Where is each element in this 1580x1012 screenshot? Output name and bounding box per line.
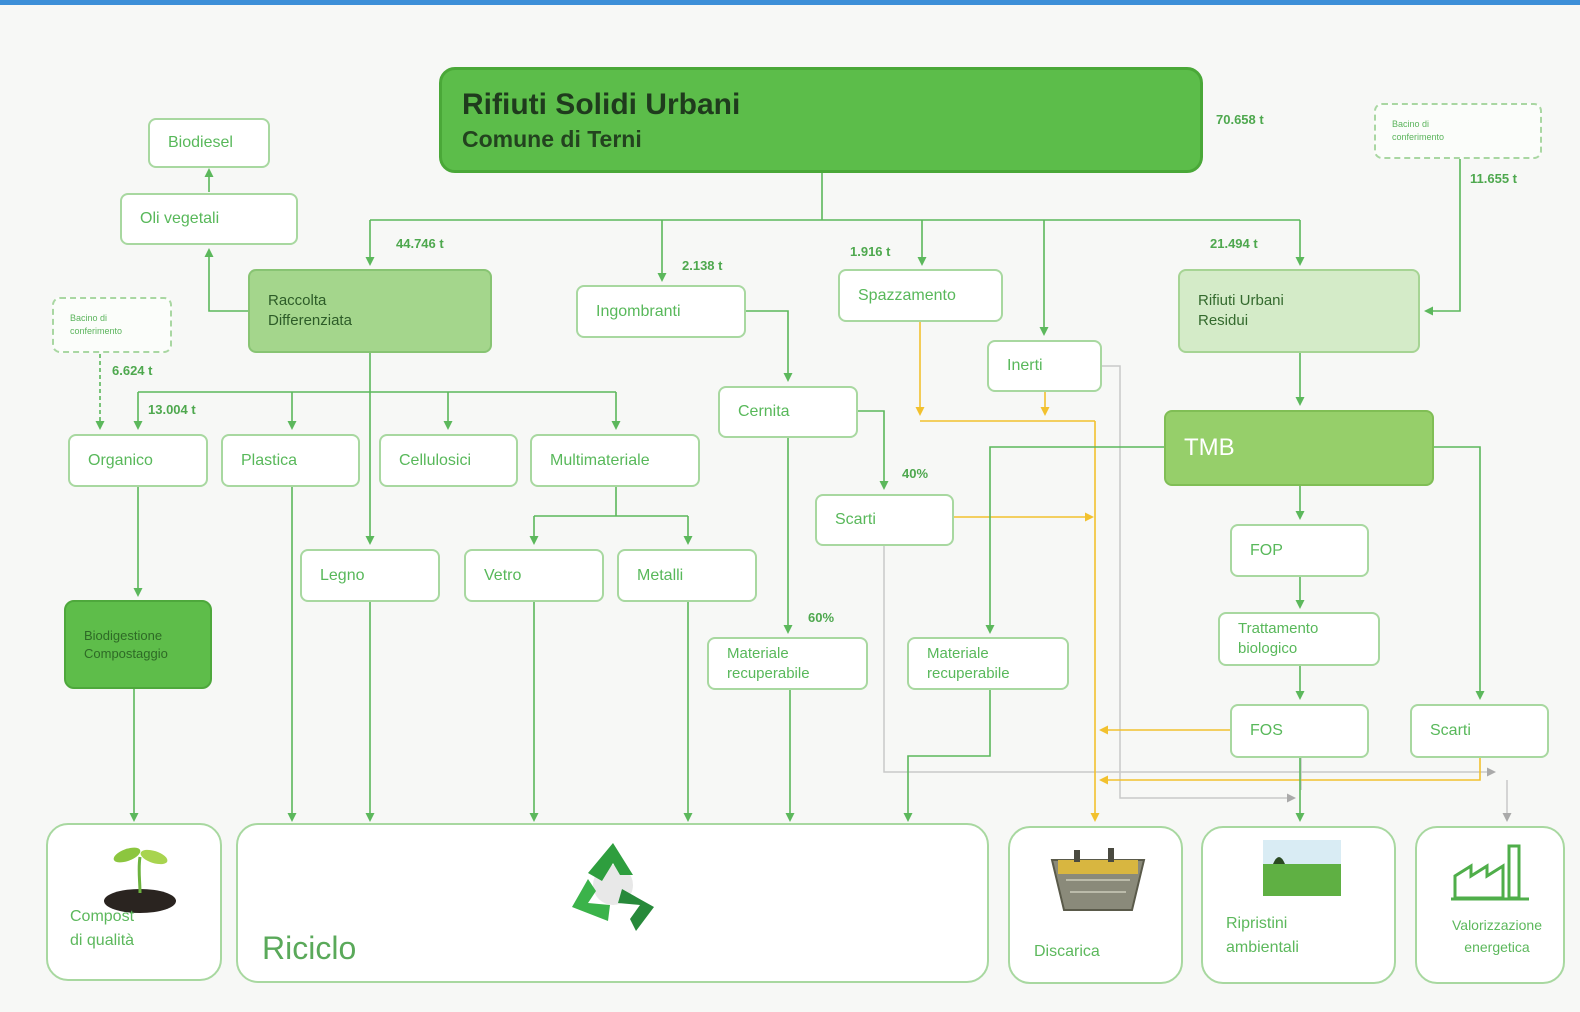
node-legno: Legno — [300, 549, 440, 602]
landfill-icon — [1050, 848, 1146, 911]
valorizzazione-line1: Valorizzazione — [1451, 917, 1542, 933]
bacino-right-line1: Bacino di — [1392, 119, 1430, 129]
main-header-box: Rifiuti Solidi Urbani Comune di Terni — [439, 67, 1203, 173]
node-scarti-cernita: Scarti — [815, 494, 954, 546]
bio-line1: Biodigestione — [84, 627, 163, 643]
legno-label: Legno — [320, 566, 365, 584]
compost-line1: Compost — [70, 908, 135, 925]
node-cernita: Cernita — [718, 386, 858, 438]
spazzamento-label: Spazzamento — [858, 286, 956, 304]
recycle-icon — [572, 843, 654, 931]
biodiesel-label: Biodiesel — [168, 134, 233, 151]
fop-label: FOP — [1250, 541, 1283, 559]
compost-line2: di qualità — [70, 932, 135, 949]
trattamento-line2: biologico — [1238, 640, 1298, 657]
compost-label: Compost di qualità — [70, 905, 134, 953]
differenziata-quantity: 44.746 t — [396, 236, 444, 251]
output-ripristini-ambientali — [1201, 826, 1396, 984]
node-ingombranti: Ingombranti — [576, 285, 746, 338]
factory-icon — [1451, 844, 1529, 901]
main-subtitle: Comune di Terni — [462, 126, 642, 152]
output-valorizzazione-energetica — [1415, 826, 1565, 984]
organico-label: Organico — [88, 451, 153, 469]
scarti-percent: 40% — [902, 466, 929, 481]
ripristini-label: Ripristini ambientali — [1226, 912, 1299, 960]
spazzamento-quantity: 1.916 t — [850, 244, 891, 259]
node-biodigestione-compostaggio: Biodigestione Compostaggio — [64, 600, 212, 689]
node-scarti-tmb: Scarti — [1410, 704, 1549, 758]
node-fos: FOS — [1230, 704, 1369, 758]
discarica-label: Discarica — [1034, 943, 1100, 960]
main-title: Rifiuti Solidi Urbani — [462, 88, 741, 121]
node-fop: FOP — [1230, 524, 1369, 577]
materiale-percent: 60% — [808, 610, 835, 625]
bacino-left-quantity: 6.624 t — [112, 363, 153, 378]
scarti-cernita-label: Scarti — [835, 511, 876, 528]
node-biodiesel: Biodiesel — [148, 118, 270, 168]
node-vetro: Vetro — [464, 549, 604, 602]
sprout-icon — [104, 847, 176, 913]
node-raccolta-differenziata: Raccolta Differenziata — [248, 269, 492, 353]
node-plastica: Plastica — [221, 434, 360, 487]
organico-quantity: 13.004 t — [148, 402, 196, 417]
plastica-label: Plastica — [241, 451, 298, 469]
node-multimateriale: Multimateriale — [530, 434, 700, 487]
node-materiale-recuperabile-a: Materiale recuperabile — [707, 637, 868, 690]
valorizzazione-line2: energetica — [1464, 939, 1530, 955]
tmb-label: TMB — [1184, 434, 1235, 461]
residui-line2: Residui — [1198, 312, 1249, 329]
multimateriale-label: Multimateriale — [550, 451, 650, 469]
materiale-b-line1: Materiale — [927, 644, 989, 662]
top-accent-bar — [0, 0, 1580, 5]
bacino-left-line1: Bacino di — [70, 313, 108, 323]
residui-line1: Rifiuti Urbani — [1198, 292, 1284, 309]
scarti-tmb-label: Scarti — [1430, 722, 1471, 739]
materiale-a-line2: recuperabile — [727, 664, 810, 682]
node-organico: Organico — [68, 434, 208, 487]
bacino-right-line2: conferimento — [1392, 132, 1445, 142]
oli-vegetali-label: Oli vegetali — [140, 210, 220, 227]
ingombranti-label: Ingombranti — [596, 302, 681, 320]
node-metalli: Metalli — [617, 549, 757, 602]
bacino-right-quantity: 11.655 t — [1470, 171, 1517, 186]
output-discarica — [1008, 826, 1183, 984]
metalli-label: Metalli — [637, 566, 684, 584]
inerti-label: Inerti — [1007, 357, 1043, 374]
total-quantity: 70.658 t — [1216, 112, 1264, 127]
node-oli-vegetali: Oli vegetali — [120, 193, 298, 245]
materiale-b-line2: recuperabile — [927, 664, 1010, 682]
valorizzazione-label: Valorizzazione energetica — [1438, 914, 1556, 958]
trattamento-line1: Trattamento — [1238, 620, 1319, 637]
bacino-right-box: Bacino di conferimento — [1374, 103, 1542, 159]
landscape-icon — [1263, 840, 1341, 896]
bacino-left-line2: conferimento — [70, 326, 123, 336]
cellulosici-label: Cellulosici — [399, 451, 472, 469]
vetro-label: Vetro — [484, 566, 522, 584]
node-spazzamento: Spazzamento — [838, 269, 1003, 322]
bacino-left-box: Bacino di conferimento — [52, 297, 172, 353]
residui-quantity: 21.494 t — [1210, 236, 1258, 251]
riciclo-label: Riciclo — [262, 930, 357, 966]
fos-label: FOS — [1250, 722, 1283, 739]
raccolta-line1: Raccolta — [268, 292, 327, 309]
node-inerti: Inerti — [987, 340, 1102, 392]
output-compost — [46, 823, 222, 981]
cernita-label: Cernita — [738, 403, 790, 420]
ripristini-line1: Ripristini — [1226, 915, 1288, 932]
materiale-a-line1: Materiale — [727, 644, 789, 662]
node-trattamento-biologico: Trattamento biologico — [1218, 612, 1380, 666]
node-materiale-recuperabile-b: Materiale recuperabile — [907, 637, 1069, 690]
node-cellulosici: Cellulosici — [379, 434, 518, 487]
node-tmb: TMB — [1164, 410, 1434, 486]
output-riciclo — [236, 823, 989, 983]
raccolta-line2: Differenziata — [268, 312, 352, 329]
bio-line2: Compostaggio — [84, 645, 168, 661]
ripristini-line2: ambientali — [1226, 939, 1299, 956]
node-rifiuti-urbani-residui: Rifiuti Urbani Residui — [1178, 269, 1420, 353]
ingombranti-quantity: 2.138 t — [682, 258, 723, 273]
